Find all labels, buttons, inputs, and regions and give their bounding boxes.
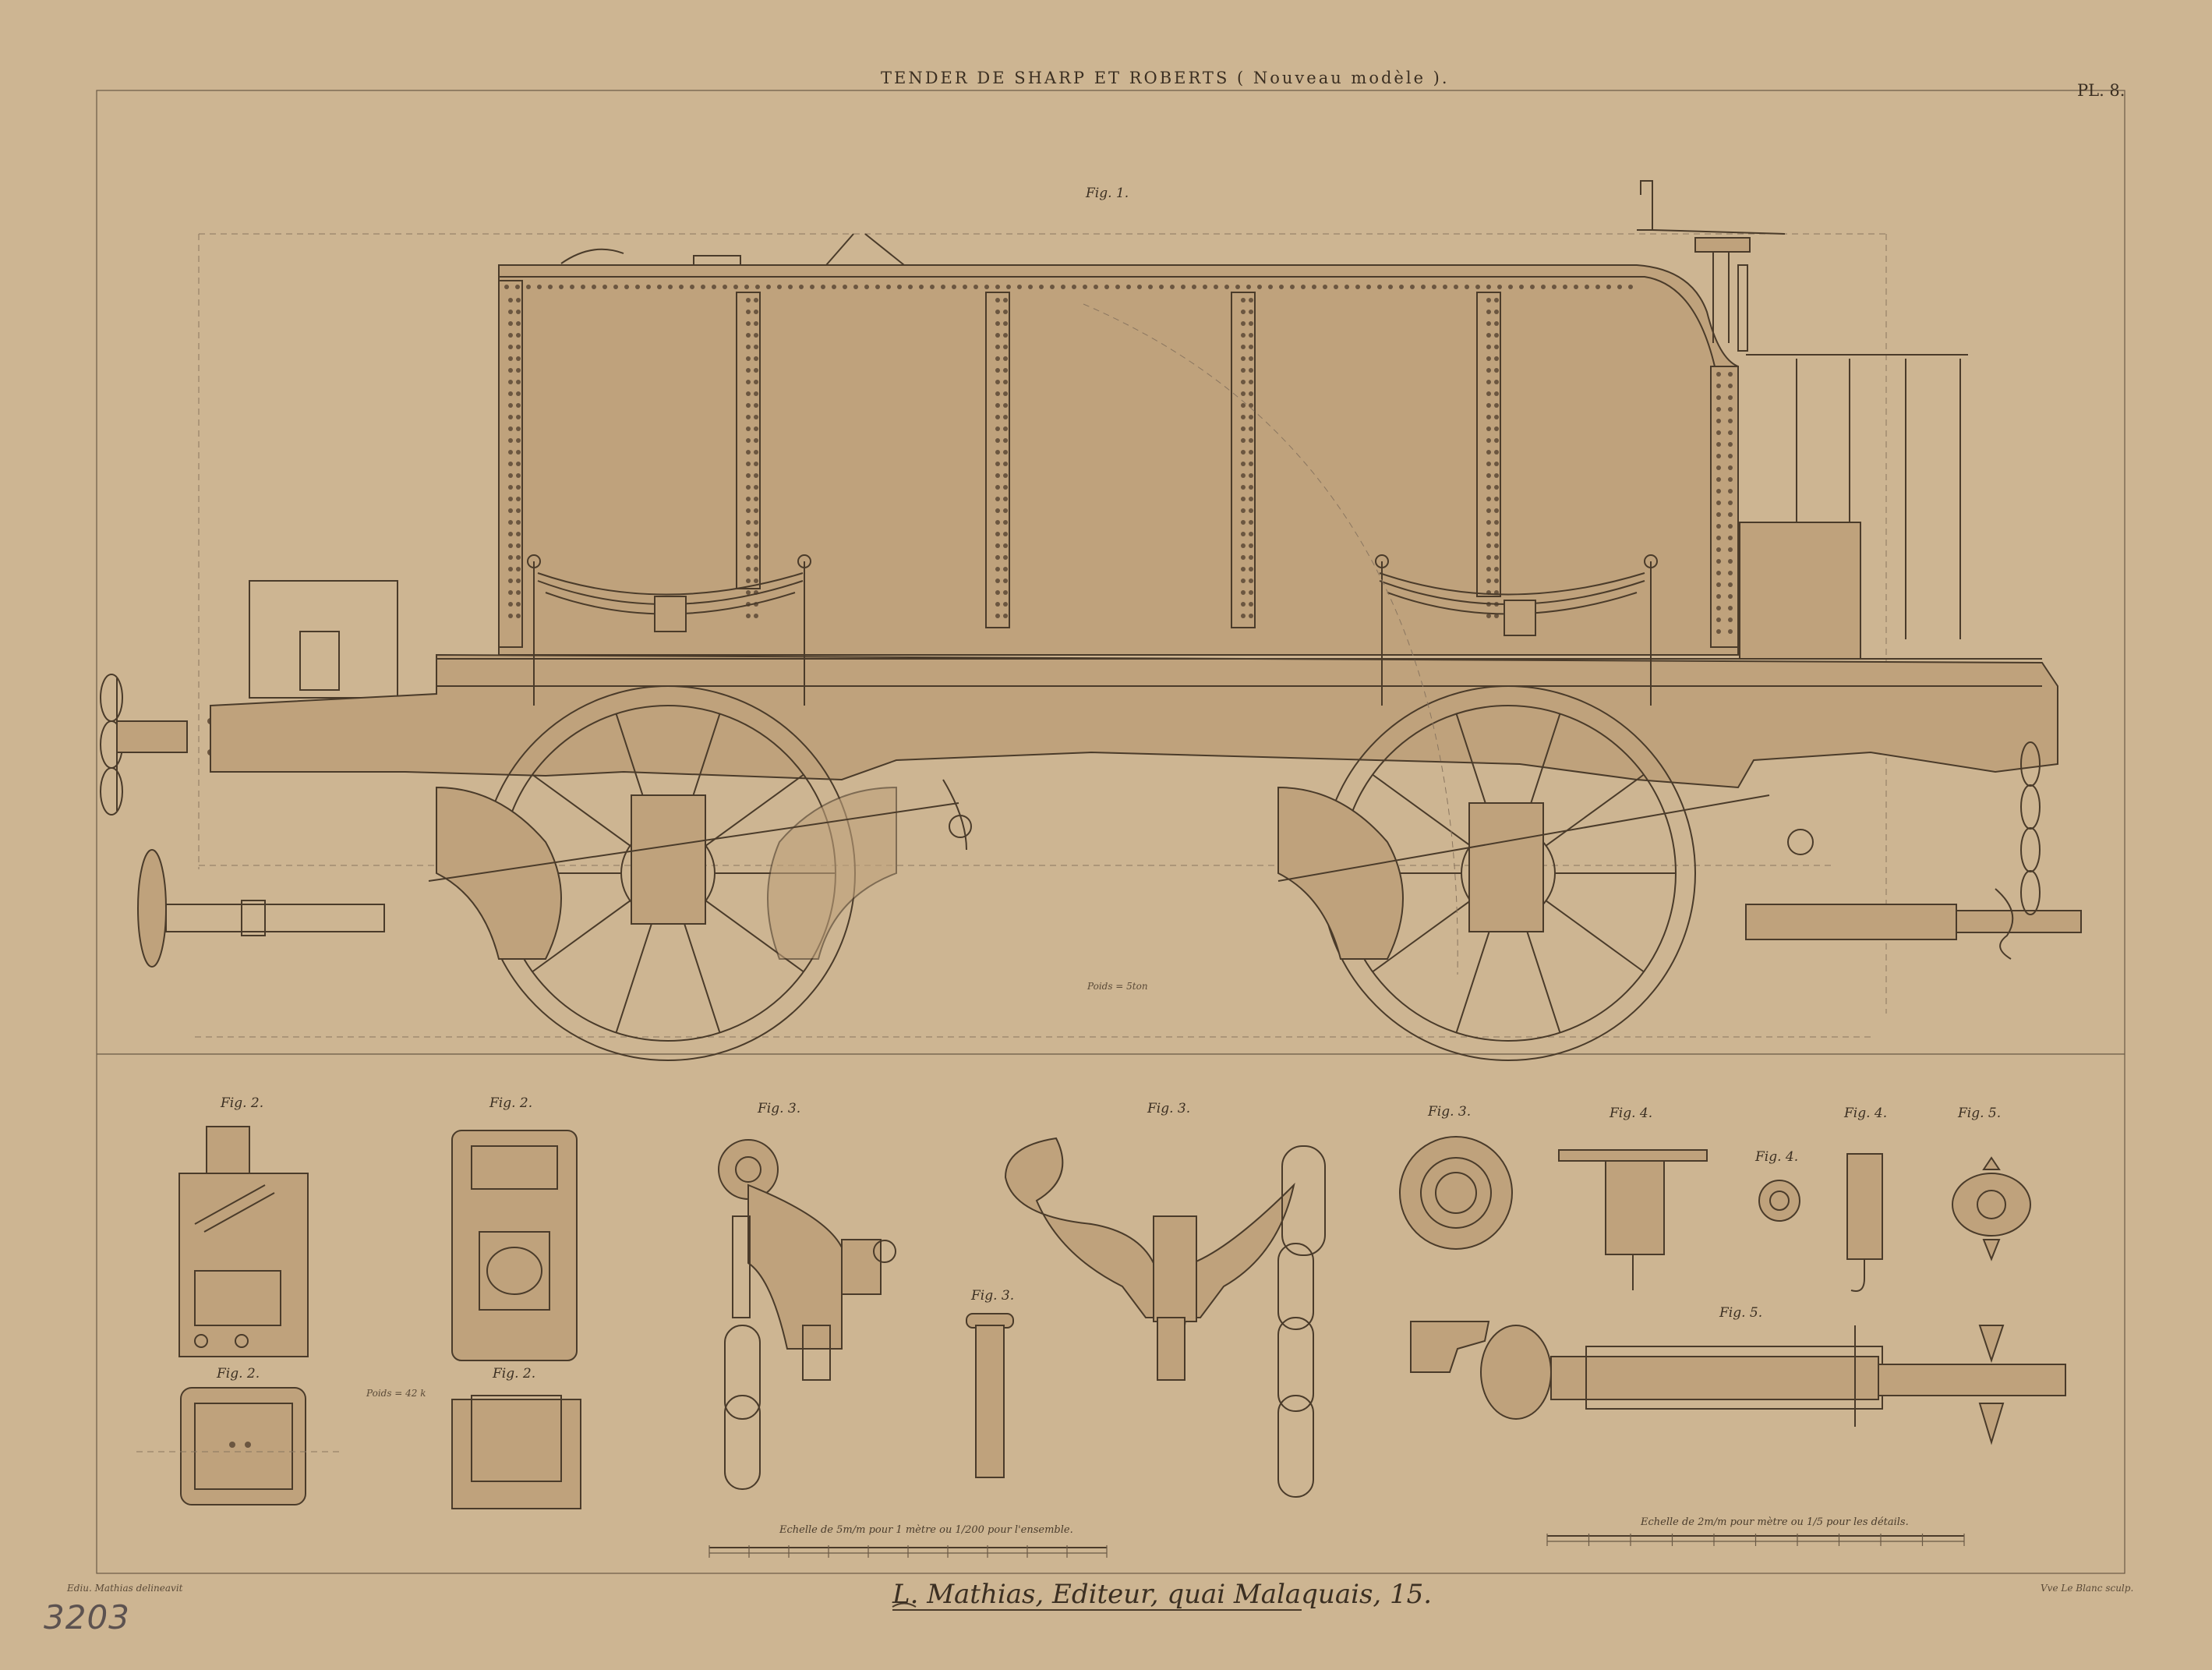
fig4c-label: Fig. 4.: [1844, 1106, 1888, 1121]
scale-right-caption: Echelle de 2m/m pour mètre ou 1/5 pour l…: [1641, 1516, 1909, 1528]
tool-box: [249, 580, 398, 699]
spring-hangers: [527, 554, 1658, 706]
fig5a-label: Fig. 5.: [1958, 1106, 2002, 1121]
coupling-hook-front: [1004, 1137, 1326, 1498]
main-frame: [210, 653, 2058, 789]
plate-title: TENDER DE SHARP ET ROBERTS ( Nouveau mod…: [881, 69, 1450, 87]
buffer-assembly: [1410, 1321, 2066, 1445]
axlebox-section-2: [451, 1395, 581, 1509]
coupling-pin: [966, 1313, 1014, 1478]
rod-with-hook: [1846, 1153, 1883, 1292]
fig2c-label: Fig. 2.: [217, 1366, 260, 1382]
fig2d-label: Fig. 2.: [493, 1366, 536, 1382]
fig3d-label: Fig. 3.: [1428, 1104, 1472, 1120]
publisher-line: L. Mathias, Editeur, quai Malaquais, 15.: [892, 1579, 1433, 1610]
scale-left-caption: Echelle de 5m/m pour 1 mètre ou 1/200 po…: [779, 1524, 1073, 1536]
fig2b-label: Fig. 2.: [489, 1095, 533, 1111]
weight-axlebox: Poids = 42 k: [366, 1388, 426, 1399]
rear-rods: [1739, 354, 1968, 660]
scale-bar-right: [1546, 1534, 1965, 1546]
axlebox-section: [451, 1130, 578, 1361]
draughtsman-credit: Ediu. Mathias delineavit: [67, 1583, 183, 1594]
tender-elevation: [100, 180, 2082, 1061]
axle-box-front: [631, 794, 706, 925]
axle-box-rear: [1468, 802, 1544, 932]
fig3b-label: Fig. 3.: [1147, 1101, 1191, 1116]
scale-bar-left: [708, 1545, 1108, 1558]
fig5b-label: Fig. 5.: [1719, 1305, 1763, 1321]
inventory-number: 3203: [44, 1598, 130, 1636]
buffer-flange: [1399, 1136, 1513, 1250]
engraver-credit: Vve Le Blanc sculp.: [2041, 1583, 2134, 1594]
coupling-hook-side: [718, 1139, 896, 1490]
plate-border: [96, 90, 2125, 1574]
rivets: [207, 285, 1995, 755]
weight-main: Poids = 5ton: [1087, 981, 1148, 992]
fig4a-label: Fig. 4.: [1610, 1106, 1653, 1121]
fig2a-label: Fig. 2.: [221, 1095, 264, 1111]
fig4b-label: Fig. 4.: [1755, 1149, 1799, 1165]
buffer-disc: [137, 849, 167, 968]
axlebox-front-view: [178, 1126, 309, 1357]
brake-column: [1637, 180, 1786, 352]
spring-cylinder: [1558, 1149, 1708, 1290]
tank-stiffeners: [498, 280, 1739, 648]
plate-number: PL. 8.: [2077, 81, 2125, 100]
fig3a-label: Fig. 3.: [758, 1101, 801, 1116]
leaf-springs: [537, 572, 1645, 636]
nut-detail: [1758, 1180, 1800, 1222]
axlebox-plan: [136, 1387, 343, 1505]
fig1-label: Fig. 1.: [1086, 186, 1129, 201]
winged-nut: [1952, 1156, 2031, 1261]
fig3c-label: Fig. 3.: [971, 1288, 1015, 1304]
